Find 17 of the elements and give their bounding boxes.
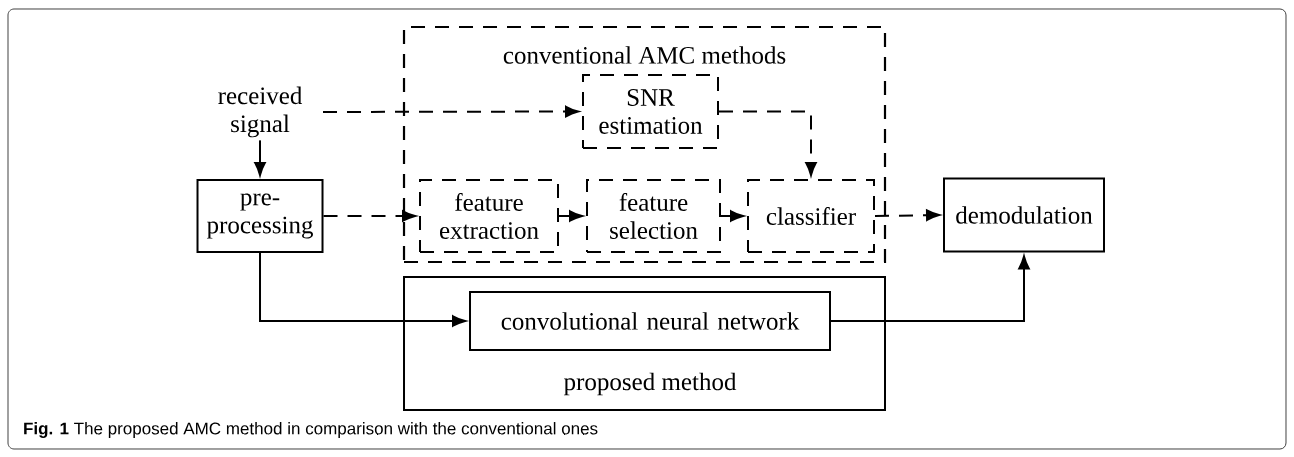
process-box: classifier	[747, 179, 875, 253]
caption: Fig. 1 The proposed AMC method in comparison with the conventional ones	[24, 422, 598, 438]
arrow	[830, 255, 1030, 322]
process-box: demodulation	[943, 177, 1105, 253]
arrow	[259, 252, 466, 327]
arrow	[718, 110, 817, 176]
process-box: pre-processing	[196, 179, 324, 253]
process-box: SNR estimation	[582, 74, 719, 149]
process-box: feature selection	[586, 179, 721, 253]
arrow	[558, 210, 583, 222]
arrow	[322, 210, 416, 222]
arrow	[720, 210, 744, 222]
process-box: convolutional neural network	[469, 291, 831, 351]
input-label: received signal	[218, 86, 303, 138]
process-box: feature extraction	[419, 179, 559, 253]
arrow	[874, 209, 940, 221]
arrow	[254, 139, 266, 176]
